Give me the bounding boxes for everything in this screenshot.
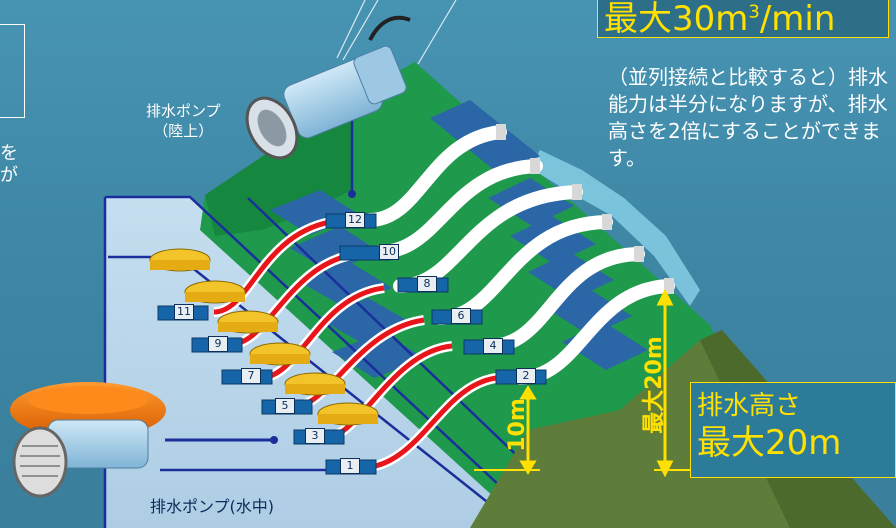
description-text: （並列接続と比較すると）排水能力は半分になりますが、排水高さを2倍にすることがで…	[608, 65, 888, 170]
height-max-20m-vertical-label: 最大20m	[642, 336, 667, 434]
title-main: 最大30m	[604, 0, 749, 39]
pump-number-tag-7: 7	[241, 368, 261, 384]
left-partial-line1: を	[0, 143, 18, 164]
left-frame	[0, 24, 25, 118]
float-icon	[149, 248, 379, 426]
pump-number-tag-3: 3	[305, 428, 325, 444]
pump-number-tag-10: 10	[379, 244, 399, 260]
pump-number-tag-4: 4	[483, 338, 503, 354]
pump-number-tag-12: 12	[345, 212, 365, 228]
capacity-title: 最大30m3/min	[597, 0, 889, 39]
left-partial-line2: が	[0, 165, 18, 186]
white-hose-ends	[496, 124, 674, 294]
pump-number-tag-11: 11	[174, 304, 194, 320]
pump-number-tag-1: 1	[340, 458, 360, 474]
pump-number-tag-6: 6	[451, 308, 471, 324]
height-10m-label: 10m	[505, 398, 530, 452]
pump-number-tag-2: 2	[516, 368, 536, 384]
submersible-pump-icon	[10, 382, 166, 498]
left-partial-text: を が	[0, 143, 18, 187]
land-pump-label-line1: 排水ポンプ	[146, 102, 221, 120]
height-info-box: 排水高さ 最大20m	[690, 382, 896, 478]
pump-number-tag-9: 9	[208, 336, 228, 352]
pump-number-tag-8: 8	[417, 276, 437, 292]
land-pump-icon	[245, 15, 411, 160]
crane-wires	[336, 0, 457, 65]
pump-number-tag-5: 5	[275, 398, 295, 414]
land-pump-label-line2: （陸上）	[153, 122, 214, 140]
land-pump-label: 排水ポンプ （陸上）	[146, 101, 221, 141]
height-box-line2: 最大20m	[697, 423, 842, 463]
height-box-line1: 排水高さ	[697, 391, 802, 421]
title-unit: /min	[759, 0, 836, 39]
title-sup: 3	[748, 1, 760, 23]
water-panel	[105, 197, 545, 528]
submersible-pump-label: 排水ポンプ(水中)	[150, 497, 275, 516]
